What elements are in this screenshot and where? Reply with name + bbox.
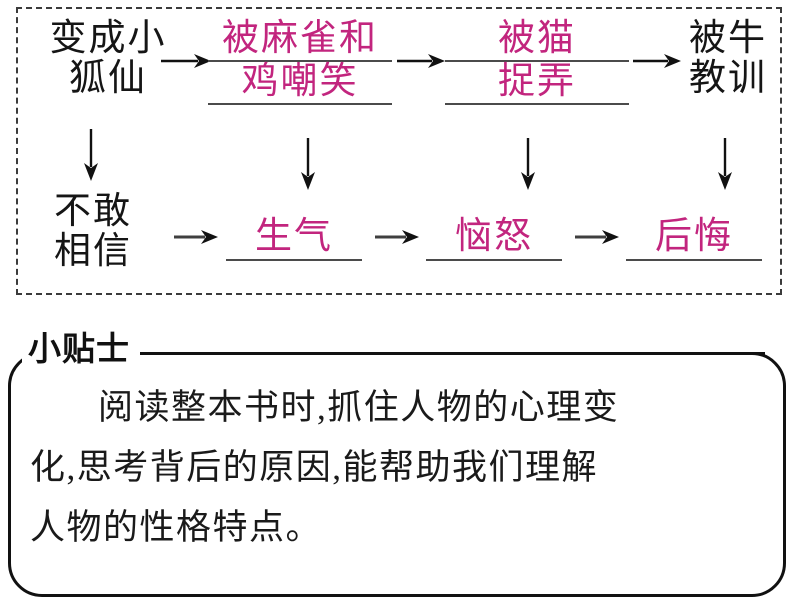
arrow-right-icon-4	[173, 227, 219, 247]
flow-cell-line: 相信	[54, 230, 132, 272]
flow-cell-disbelief: 不敢 相信	[38, 192, 148, 272]
flow-cell-line: 鸡嘲笑	[208, 61, 392, 105]
tip-body: 阅读整本书时,抓住人物的心理变 化,思考背后的原因,能帮助我们理解 人物的性格特…	[30, 378, 760, 558]
arrow-right-icon-5	[374, 227, 420, 247]
flow-cell-line: 狐仙	[69, 57, 147, 99]
flow-cell-furious: 恼怒	[426, 217, 562, 261]
tip-body-line: 阅读整本书时,抓住人物的心理变	[98, 388, 620, 427]
flow-cell-line: 教训	[689, 57, 767, 99]
flow-cell-taught-ox: 被牛 教训	[678, 19, 778, 99]
arrow-right-icon-1	[160, 51, 212, 71]
arrow-down-icon-2	[298, 137, 318, 191]
tip-label: 小贴士	[26, 329, 132, 368]
flow-cell-line: 后悔	[626, 217, 762, 261]
flow-cell-line: 捉弄	[445, 61, 629, 105]
flow-cell-line: 被猫	[445, 19, 629, 62]
tip-body-line: 化,思考背后的原因,能帮助我们理解	[30, 448, 599, 487]
tip-body-line: 人物的性格特点。	[30, 508, 323, 547]
flow-cell-line: 变成小	[49, 18, 167, 59]
flow-cell-angry: 生气	[226, 217, 362, 261]
arrow-down-icon-1	[81, 128, 101, 182]
arrow-right-icon-3	[632, 51, 682, 71]
flow-cell-line: 不敢	[54, 191, 132, 232]
arrow-right-icon-6	[574, 227, 620, 247]
arrow-right-icon-2	[396, 51, 446, 71]
arrow-down-icon-4	[715, 137, 735, 191]
flow-cell-line: 生气	[226, 217, 362, 261]
flow-cell-teased-cat: 被猫 捉弄	[445, 19, 629, 105]
tip-header-rule	[140, 352, 765, 355]
flow-cell-line: 恼怒	[426, 217, 562, 261]
flow-cell-regret: 后悔	[626, 217, 762, 261]
flow-cell-become-fox: 变成小 狐仙	[38, 19, 178, 99]
flowchart-dashed-panel: 变成小 狐仙 被麻雀和 鸡嘲笑 被猫 捉弄 被牛 教训	[16, 7, 782, 295]
flow-cell-mocked: 被麻雀和 鸡嘲笑	[208, 19, 392, 105]
arrow-down-icon-3	[518, 137, 538, 191]
flow-cell-line: 被牛	[689, 18, 767, 59]
flow-cell-line: 被麻雀和	[208, 19, 392, 62]
